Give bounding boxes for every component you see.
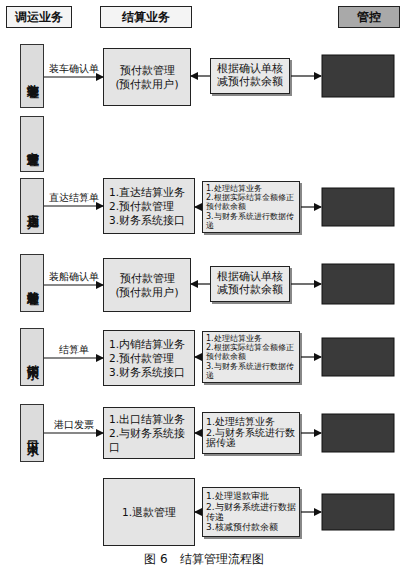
note-box: 1.处理结算业务2.根据实际结算金额修正预付款余额3.与财务系统进行数据传递: [202, 331, 300, 383]
node-text: 3.财务系统接口: [109, 213, 185, 227]
business-box: 出口下水: [20, 404, 44, 462]
node-text: 1.直达结算业务: [109, 185, 185, 199]
control-links: [291, 76, 321, 512]
header-box: 结算业务: [100, 6, 192, 28]
business-box: 装车管理: [20, 44, 44, 108]
edge-layer: [44, 76, 210, 512]
note-box: 根据确认单核减预付款余额: [210, 58, 290, 94]
figure-caption: 图 6 结算管理流程图: [0, 551, 408, 568]
edge-label: 直达结算单: [49, 191, 99, 205]
edge-label: 装车确认单: [49, 62, 99, 76]
business-box: 装船管理: [20, 254, 44, 312]
edge-label: 结算单: [59, 343, 89, 357]
node-text: (预付款用户): [115, 77, 178, 91]
business-box: 内销下水: [20, 328, 44, 386]
node-text: 根据确认单核减预付款余额: [214, 271, 286, 296]
edge-label: 港口发票: [54, 418, 94, 432]
flow-arrow: [44, 357, 103, 358]
node-text: 1.出口结算业务: [109, 412, 185, 426]
control-link: [301, 206, 321, 207]
node-text: 2.与财务系统进行数据传递: [206, 428, 296, 450]
flow-arrow: [44, 432, 103, 433]
note-box: 1.处理结算业务2.与财务系统进行数据传递: [202, 412, 300, 454]
node-text: 1.内销结算业务: [109, 337, 185, 351]
node-text: 3.财务系统接口: [109, 365, 185, 379]
control-box: [322, 188, 394, 226]
settlement-box: 预付款管理(预付款用户): [103, 48, 191, 106]
node-text: 交重管理: [24, 142, 41, 146]
control-link: [301, 511, 321, 512]
control-box: [322, 55, 394, 97]
node-text: 2.与财务系统接口: [109, 426, 192, 454]
node-text: 3.与财务系统进行数据传递: [206, 362, 296, 380]
flow-arrow: [44, 205, 103, 206]
node-text: 预付款管理: [120, 271, 175, 285]
edge-label: 装船确认单: [49, 270, 99, 284]
control-link: [291, 283, 321, 284]
node-text: 装车管理: [24, 74, 41, 78]
settlement-box: 1.出口结算业务2.与财务系统接口: [103, 407, 195, 459]
business-box: 交重管理: [20, 116, 44, 172]
control-link: [301, 432, 321, 433]
control-link: [291, 75, 321, 76]
node-text: 3.与财务系统进行数据传递: [206, 212, 296, 230]
node-text: (预付款用户): [115, 285, 178, 299]
note-box: 1.处理结算业务2.根据实际结算金额修正预付款余额3.与财务系统进行数据传递: [202, 181, 300, 233]
node-text: 2.预付款管理: [109, 199, 174, 213]
flow-arrow: [195, 432, 202, 433]
node-text: 1.处理结算业务: [206, 184, 262, 193]
flow-arrow: [44, 76, 103, 77]
node-text: 2.与财务系统进行数据传递: [206, 502, 296, 523]
control-link: [301, 356, 321, 357]
note-box: 根据确认单核减预付款余额: [210, 266, 290, 302]
node-text: 2.根据实际结算金额修正预付款余额: [206, 343, 296, 361]
control-box: [322, 264, 394, 304]
settlement-box: 1.内销结算业务2.预付款管理3.财务系统接口: [103, 330, 195, 386]
flow-arrow: [195, 356, 202, 357]
node-text: 2.预付款管理: [109, 351, 174, 365]
flow-arrow: [191, 75, 210, 76]
node-text: 1.退款管理: [122, 505, 176, 519]
flow-arrow: [195, 206, 202, 207]
node-text: 出口下水: [24, 431, 41, 435]
node-text: 2.根据实际结算金额修正预付款余额: [206, 193, 296, 211]
node-text: 根据确认单核减预付款余额: [214, 63, 286, 88]
node-text: 管控: [357, 9, 381, 26]
node-text: 预付款管理: [120, 63, 175, 77]
node-text: 内销下水: [24, 355, 41, 359]
settlement-box: 预付款管理(预付款用户): [103, 258, 191, 312]
control-box: [322, 414, 394, 452]
business-box: 直达用户: [20, 178, 44, 234]
node-text: 1.处理结算业务: [206, 334, 262, 343]
control-box: [322, 338, 394, 376]
node-text: 1.处理退款审批: [206, 491, 269, 501]
settlement-box: 1.退款管理: [103, 478, 195, 546]
control-box: [322, 494, 394, 530]
node-text: 3.核减预付款余额: [206, 522, 278, 532]
node-text: 直达用户: [24, 204, 41, 208]
node-text: 结算业务: [122, 9, 170, 26]
flow-arrow: [191, 283, 210, 284]
node-text: 调运业务: [15, 9, 63, 26]
header-box: 管控: [338, 6, 400, 28]
control-boxes: [322, 55, 394, 530]
note-box: 1.处理退款审批2.与财务系统进行数据传递3.核减预付款余额: [202, 487, 300, 537]
node-text: 1.处理结算业务: [206, 417, 275, 428]
node-text: 装船管理: [24, 281, 41, 285]
flow-arrow: [44, 284, 103, 285]
header-box: 调运业务: [6, 6, 72, 28]
flow-arrow: [195, 511, 202, 512]
settlement-box: 1.直达结算业务2.预付款管理3.财务系统接口: [103, 178, 195, 234]
